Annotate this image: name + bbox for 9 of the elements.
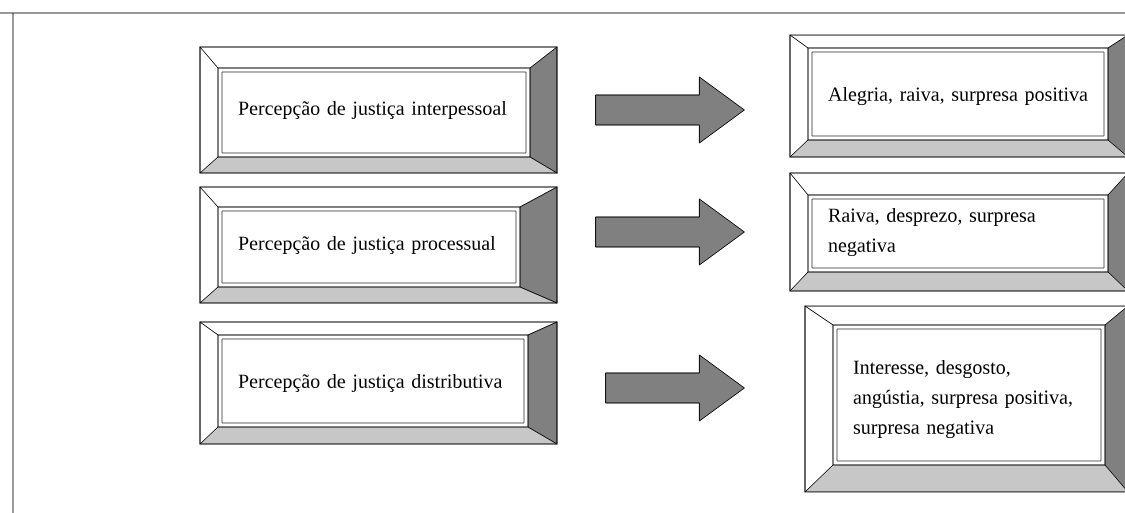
beveled-box: Percepção de justiça interpessoal <box>199 46 558 174</box>
block-arrow <box>595 76 745 144</box>
block-arrow <box>605 354 745 422</box>
beveled-box: Percepção de justiça distributiva <box>199 321 558 445</box>
beveled-box: Raiva, desprezo, surpresa negativa <box>789 172 1125 292</box>
beveled-box: Interesse, desgosto, angústia, surpresa positiva, surpresa negativa <box>804 305 1125 493</box>
beveled-box: Percepção de justiça processual <box>199 186 558 304</box>
beveled-box: Alegria, raiva, surpresa positiva <box>789 34 1125 158</box>
block-arrow <box>595 198 745 266</box>
